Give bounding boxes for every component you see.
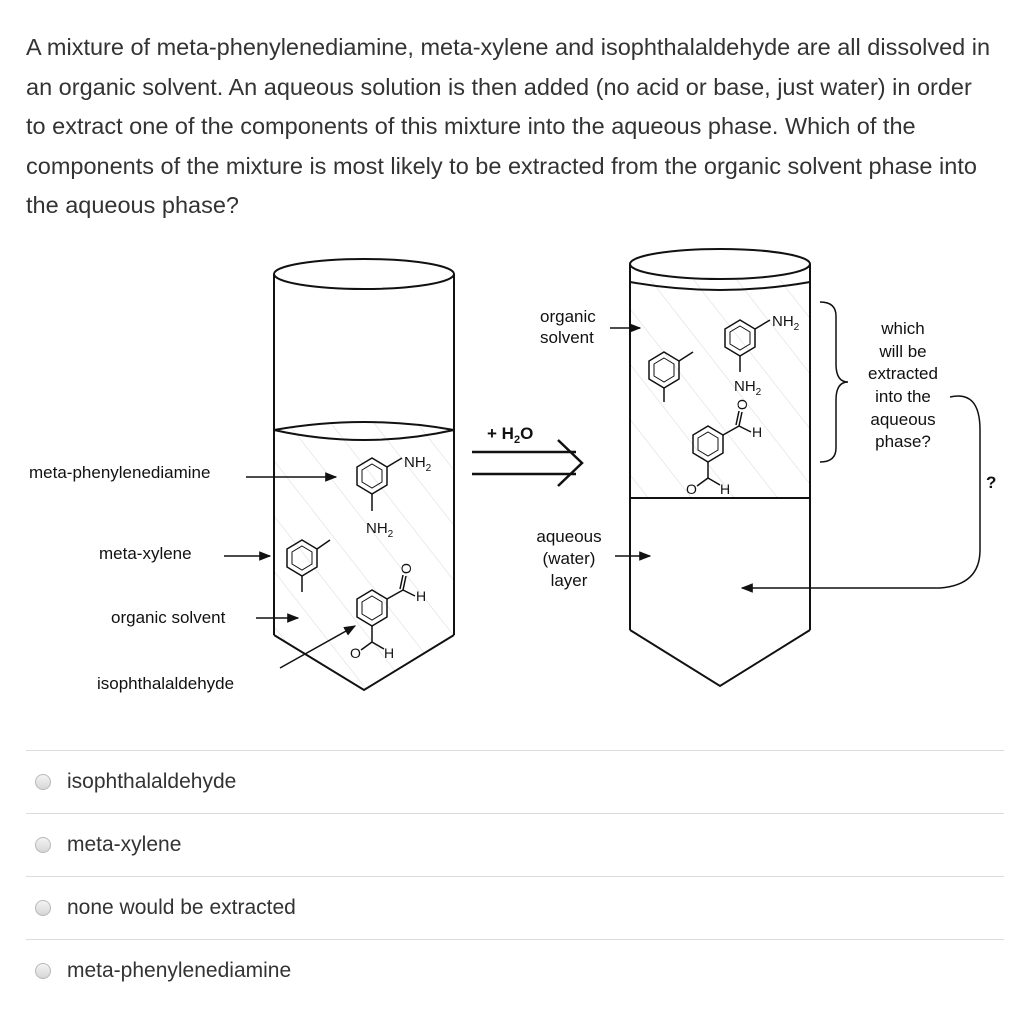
label-organic-solvent-right: solvent bbox=[540, 328, 594, 347]
label-aqueous-layer: (water) bbox=[543, 549, 596, 568]
molecule-isophthalaldehyde-right bbox=[692, 410, 752, 487]
nh2-label: NH2 bbox=[404, 454, 432, 474]
molecule-meta-xylene-right bbox=[648, 351, 694, 402]
svg-text:aqueous: aqueous bbox=[870, 410, 935, 429]
left-flask-liquid-surface bbox=[273, 421, 455, 431]
label-organic-solvent: organic solvent bbox=[111, 608, 226, 627]
option-label: meta-phenylenediamine bbox=[67, 959, 292, 982]
answer-options: isophthalaldehyde meta-xylene none would… bbox=[26, 750, 1004, 1002]
option-none-extracted[interactable]: none would be extracted bbox=[26, 876, 1004, 939]
arrow-isophthalaldehyde bbox=[279, 625, 357, 669]
option-meta-phenylenediamine[interactable]: meta-phenylenediamine bbox=[26, 939, 1004, 1002]
option-label: isophthalaldehyde bbox=[67, 770, 237, 793]
extraction-diagram: NH2 NH2 O H O H meta-phenylenediamine me… bbox=[29, 248, 996, 693]
nh2-label: NH2 bbox=[366, 520, 394, 540]
h-atom-label: H bbox=[752, 424, 762, 440]
option-isophthalaldehyde[interactable]: isophthalaldehyde bbox=[26, 750, 1004, 813]
radio-button[interactable] bbox=[35, 837, 51, 853]
h-atom-label: H bbox=[384, 645, 394, 661]
svg-text:into the: into the bbox=[875, 387, 931, 406]
option-meta-xylene[interactable]: meta-xylene bbox=[26, 813, 1004, 876]
left-flask bbox=[273, 258, 455, 692]
o-atom-label: O bbox=[350, 645, 361, 661]
label-aqueous-layer: aqueous bbox=[536, 527, 601, 546]
question-text: A mixture of meta-phenylenediamine, meta… bbox=[26, 34, 991, 218]
label-organic-solvent-right: organic bbox=[540, 307, 596, 326]
which-question-text: which will be extracted into the aqueous… bbox=[868, 319, 938, 451]
label-isophthalaldehyde: isophthalaldehyde bbox=[97, 674, 234, 693]
molecule-meta-phenylenediamine-left bbox=[356, 457, 403, 511]
right-flask-rim bbox=[629, 248, 811, 280]
molecule-isophthalaldehyde-left bbox=[356, 574, 416, 651]
molecule-meta-phenylenediamine-right bbox=[724, 319, 771, 372]
nh2-label: NH2 bbox=[734, 378, 762, 398]
nh2-label: NH2 bbox=[772, 313, 800, 333]
reaction-arrow bbox=[472, 439, 584, 487]
right-flask bbox=[629, 248, 811, 688]
molecule-meta-xylene-left bbox=[286, 539, 331, 592]
left-flask-liquid bbox=[274, 422, 454, 690]
right-flask-organic-layer bbox=[630, 280, 810, 498]
o-atom-label: O bbox=[734, 399, 750, 410]
question-mark-label: ? bbox=[986, 473, 996, 492]
svg-text:phase?: phase? bbox=[875, 432, 931, 451]
radio-button[interactable] bbox=[35, 774, 51, 790]
h-atom-label: H bbox=[416, 588, 426, 604]
curly-brace bbox=[819, 301, 849, 463]
svg-text:extracted: extracted bbox=[868, 364, 938, 383]
label-aqueous-layer: layer bbox=[551, 571, 588, 590]
svg-text:will be: will be bbox=[878, 342, 926, 361]
label-meta-phenylenediamine: meta-phenylenediamine bbox=[29, 463, 210, 482]
svg-text:which: which bbox=[880, 319, 924, 338]
h-atom-label: H bbox=[720, 481, 730, 497]
o-atom-label: O bbox=[398, 563, 414, 574]
o-atom-label: O bbox=[686, 481, 697, 497]
radio-button[interactable] bbox=[35, 963, 51, 979]
option-label: none would be extracted bbox=[67, 896, 296, 919]
reagent-label: + H2O bbox=[487, 424, 533, 446]
option-label: meta-xylene bbox=[67, 833, 182, 856]
left-flask-rim bbox=[273, 258, 455, 290]
return-arrow bbox=[740, 395, 981, 593]
radio-button[interactable] bbox=[35, 900, 51, 916]
label-meta-xylene: meta-xylene bbox=[99, 544, 192, 563]
